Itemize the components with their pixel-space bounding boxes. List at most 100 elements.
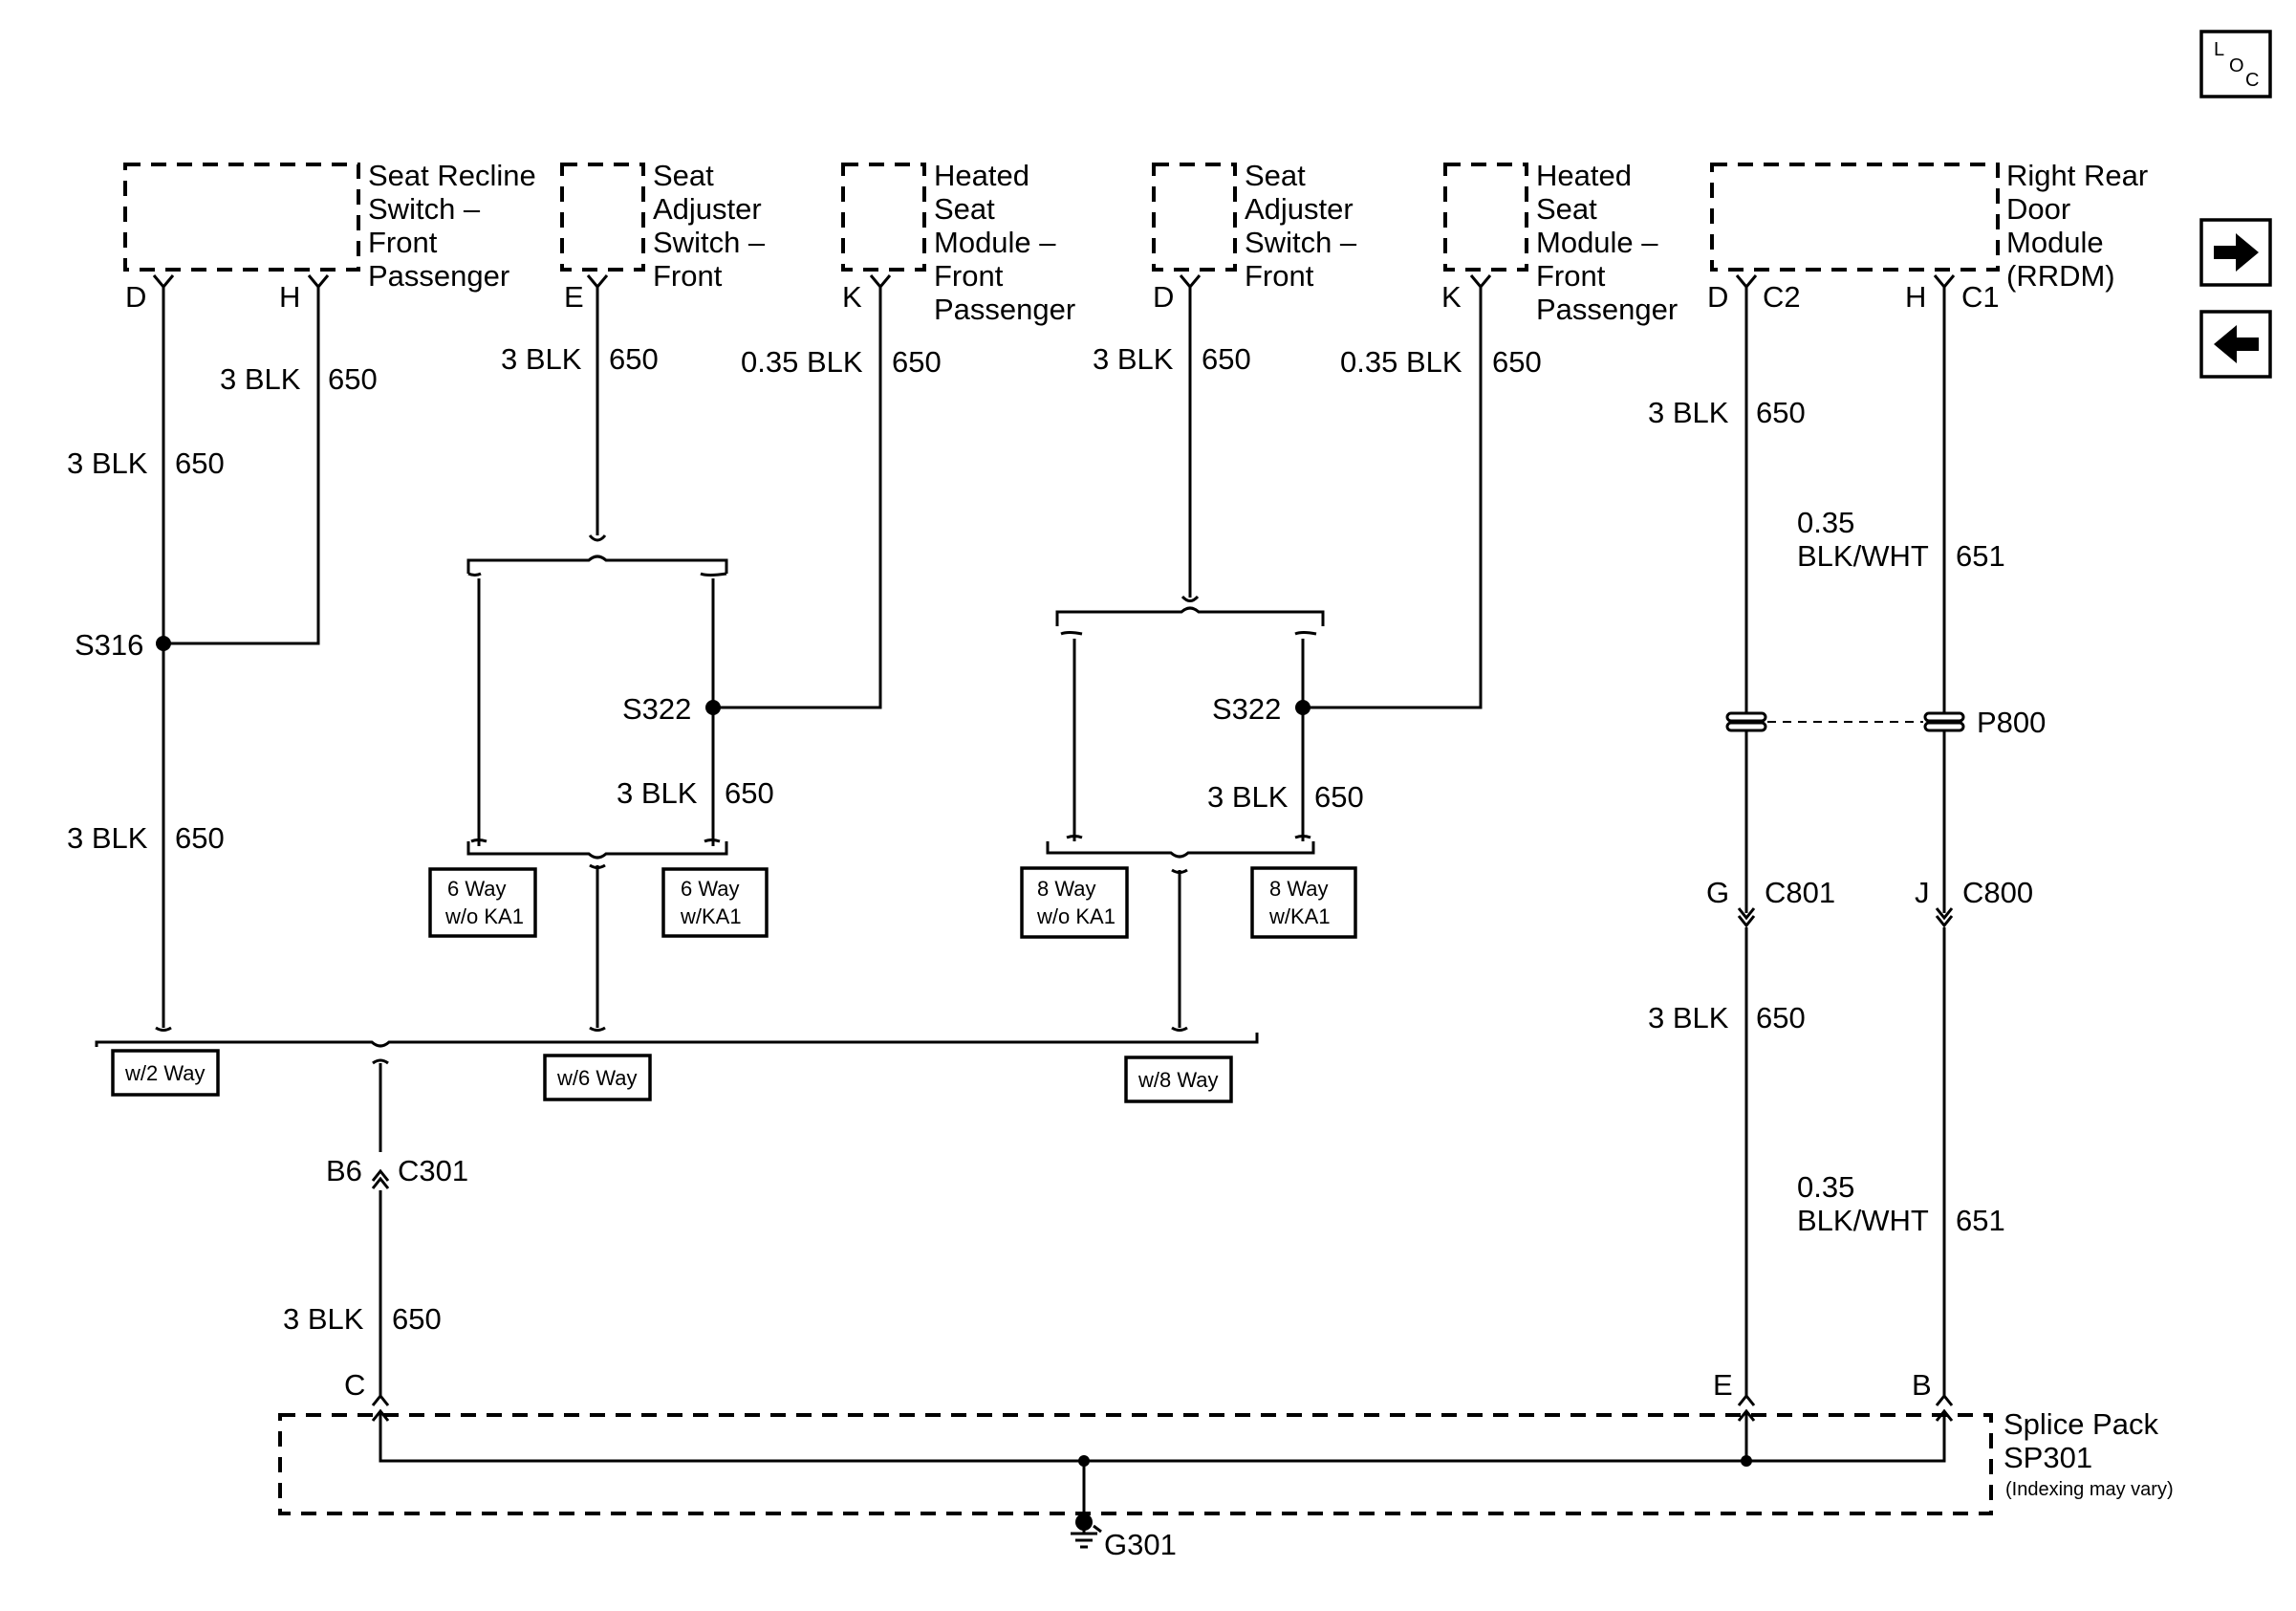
component-label-line: (RRDM)	[2006, 259, 2115, 293]
wire-circuit: 650	[892, 345, 942, 379]
pin-label: D	[1707, 280, 1728, 314]
heated-seat-module-2: Heated Seat Module – Front Passenger	[1443, 159, 1678, 326]
option-box-6way-wo-ka1: 6 Way w/o KA1	[428, 867, 537, 938]
wire-size: 3 BLK	[1648, 396, 1729, 429]
pin-label: K	[842, 280, 862, 314]
wire-circuit: 650	[1492, 345, 1542, 379]
option-box-8way-wo-ka1: 8 Way w/o KA1	[1020, 866, 1129, 939]
splice-pack-pin: B	[1912, 1368, 1932, 1402]
component-label-line: Seat	[1536, 192, 1597, 226]
option-box-label: w/8 Way	[1137, 1068, 1219, 1092]
wires	[162, 287, 1946, 1396]
splice-label-s322: S322	[622, 692, 691, 726]
wire-circuit: 651	[1956, 539, 2005, 573]
wire-size: 3 BLK	[1207, 780, 1289, 814]
option-box-label: w/o KA1	[444, 904, 524, 928]
splice-node-s322	[1295, 700, 1310, 715]
next-page-button[interactable]	[2199, 218, 2272, 287]
wire-circuit: 650	[175, 446, 225, 480]
connector-pin: J	[1915, 876, 1930, 909]
component-label-line: Heated	[934, 159, 1029, 192]
loc-icon[interactable]: L O C	[2199, 30, 2272, 98]
option-box-label: w/6 Way	[556, 1066, 638, 1090]
component-label-line: Heated	[1536, 159, 1632, 192]
seat-adjuster-switch-2: Seat Adjuster Switch – Front	[1152, 159, 1357, 293]
connector-label: C800	[1962, 876, 2033, 909]
component-label-line: Switch –	[653, 226, 766, 259]
connector-pin: G	[1706, 876, 1729, 909]
wire-labels: 3 BLK 650 3 BLK 650 3 BLK 650 3 BLK 650 …	[67, 342, 2005, 1336]
component-label-line: Door	[2006, 192, 2070, 226]
wire-size: BLK/WHT	[1797, 539, 1929, 573]
option-brackets	[95, 534, 1325, 1065]
option-box-label: 8 Way	[1037, 877, 1096, 901]
component-label-line: Passenger	[934, 293, 1075, 326]
component-label-line: Adjuster	[1245, 192, 1354, 226]
component-label-line: Switch –	[1245, 226, 1357, 259]
component-label-line: Front	[653, 259, 723, 293]
option-box-6way: w/6 Way	[543, 1054, 652, 1101]
right-rear-door-module: Right Rear Door Module (RRDM)	[1710, 159, 2148, 293]
component-label-line: Front	[1536, 259, 1606, 293]
arrow-right-icon	[2214, 233, 2259, 272]
option-box-label: 6 Way	[447, 877, 507, 901]
splice-pack-note: (Indexing may vary)	[2005, 1479, 2174, 1500]
splice-pack-sp301: C E B Splice Pack SP301 (Indexing may va…	[278, 1368, 2174, 1522]
component-label-line: Seat	[934, 192, 995, 226]
wire-size: 3 BLK	[283, 1302, 364, 1336]
wire-size: 3 BLK	[1093, 342, 1174, 376]
component-label-line: Module	[2006, 226, 2104, 259]
loc-icon-c: C	[2245, 70, 2259, 91]
connector-label: P800	[1977, 706, 2046, 739]
wire-circuit: 650	[1756, 1001, 1806, 1034]
option-box-8way: w/8 Way	[1124, 1056, 1233, 1103]
wire-size: 3 BLK	[1648, 1001, 1729, 1034]
wire-size: BLK/WHT	[1797, 1204, 1929, 1237]
option-box-2way: w/2 Way	[111, 1049, 220, 1097]
wire-size: 3 BLK	[67, 446, 148, 480]
splice-node-s316	[156, 636, 171, 651]
component-label-line: Passenger	[368, 259, 509, 293]
option-box-label: w/KA1	[680, 904, 742, 928]
component-label-line: Seat Recline	[368, 159, 536, 192]
wire-circuit: 650	[609, 342, 659, 376]
seat-recline-switch: Seat Recline Switch – Front Passenger	[123, 159, 536, 293]
pin-label: E	[564, 280, 584, 314]
wire-circuit: 650	[175, 821, 225, 855]
wire-size: 3 BLK	[617, 776, 698, 810]
splice-nodes	[156, 636, 1752, 1467]
pin-label: D	[1153, 280, 1174, 314]
wire-circuit: 650	[1314, 780, 1364, 814]
wire-circuit: 650	[328, 362, 378, 396]
component-label-line: Front	[934, 259, 1004, 293]
connector-label: C801	[1765, 876, 1835, 909]
previous-page-button[interactable]	[2199, 310, 2272, 379]
option-box-6way-w-ka1: 6 Way w/KA1	[661, 867, 769, 938]
component-label-line: Right Rear	[2006, 159, 2148, 192]
option-box-8way-w-ka1: 8 Way w/KA1	[1250, 866, 1357, 939]
connector-c800: J C800	[1915, 876, 2033, 928]
component-label-line: Switch –	[368, 192, 481, 226]
seat-adjuster-switch-1: Seat Adjuster Switch – Front	[560, 159, 766, 293]
component-label-line: Module –	[934, 226, 1056, 259]
arrow-left-icon	[2214, 325, 2259, 363]
option-box-label: w/o KA1	[1036, 904, 1116, 928]
ground-g301: G301	[1071, 1513, 1177, 1561]
pin-labels: D H E K D K D C2 H C1	[125, 280, 2000, 314]
component-label-line: Front	[1245, 259, 1314, 293]
splice-label-s322: S322	[1212, 692, 1281, 726]
option-box-label: 8 Way	[1269, 877, 1329, 901]
wire-circuit: 651	[1956, 1204, 2005, 1237]
component-label-line: Front	[368, 226, 438, 259]
splice-pack-pin: C	[344, 1368, 365, 1402]
connector-c801: G C801	[1706, 876, 1835, 928]
component-label-line: Seat	[653, 159, 714, 192]
splice-node-s322	[705, 700, 721, 715]
splice-pack-pin: E	[1713, 1368, 1733, 1402]
option-box-label: w/KA1	[1268, 904, 1331, 928]
component-label-line: Module –	[1536, 226, 1658, 259]
loc-icon-o: O	[2229, 55, 2244, 76]
connector-label: C301	[398, 1154, 468, 1187]
pin-label: H	[279, 280, 300, 314]
